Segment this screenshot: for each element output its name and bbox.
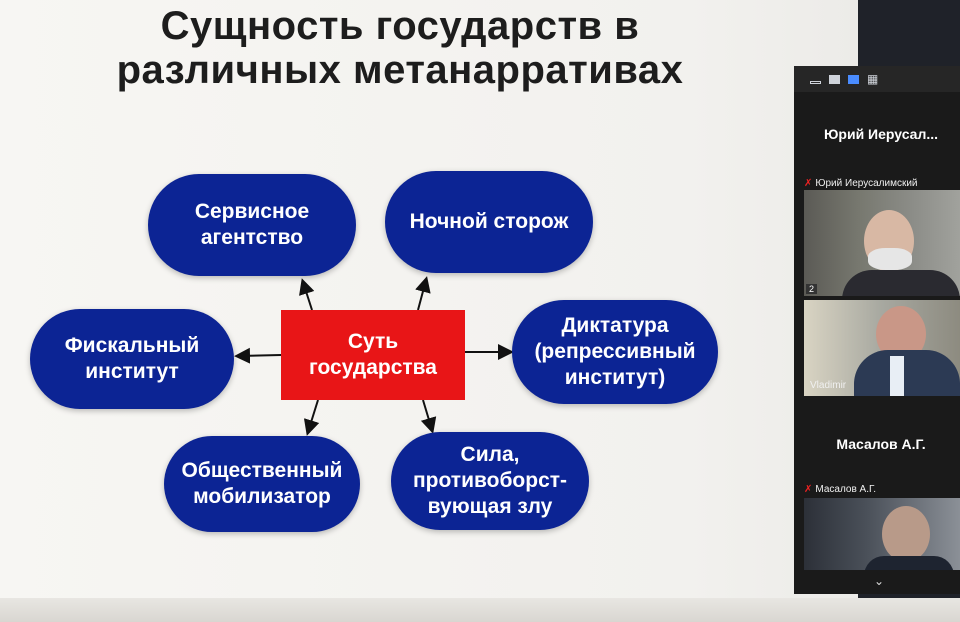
center-box: Суть государства: [281, 310, 465, 400]
node-force-against-evil: Сила, противоборст- вующая злу: [391, 432, 589, 530]
arrow-to-mobilizer: [303, 399, 320, 436]
grid-icon[interactable]: ▦: [867, 72, 879, 86]
presentation-slide: Сущность государств в различных метанарр…: [0, 0, 860, 598]
mic-muted-icon: ✗: [804, 484, 813, 495]
speaker-view-icon[interactable]: [829, 74, 840, 84]
diagram-arrows: [234, 276, 514, 436]
screen-bezel-bottom: [0, 598, 960, 622]
participant-label: Vladimir: [810, 380, 846, 391]
slide-title-line-2: различных метанарративах: [116, 48, 684, 92]
arrow-to-service: [299, 278, 315, 311]
participant-name-tile: Масалов А.Г.: [802, 436, 960, 464]
node-service-agency: Сервисное агентство: [148, 174, 356, 276]
video-index: 2: [806, 284, 818, 294]
node-night-watchman: Ночной сторож: [385, 171, 593, 273]
minimize-icon[interactable]: [810, 80, 821, 84]
panel-toolbar: ▦: [794, 66, 960, 92]
participant-video[interactable]: [804, 498, 960, 570]
node-service-agency-label: Сервисное агентство: [194, 200, 310, 249]
node-fiscal-institute: Фискальный институт: [30, 309, 234, 409]
node-dictatorship: Диктатура (репрессивный институт): [512, 300, 718, 404]
slide-title-line-1: Сущность государств в: [160, 4, 640, 48]
node-fiscal-institute-label: Фискальный институт: [64, 334, 200, 383]
mic-muted-icon: ✗: [804, 178, 813, 189]
participant-name-tile: Юрий Иерусал...: [802, 126, 960, 154]
participant-label-text: Масалов А.Г.: [815, 484, 876, 495]
arrow-to-fiscal: [234, 347, 282, 364]
participant-video[interactable]: Vladimir: [804, 300, 960, 396]
arrow-to-force: [420, 399, 437, 434]
video-conference-panel: ▦ Юрий Иерусал... ✗ Юрий Иерусалимский 2…: [794, 66, 960, 594]
node-force-against-evil-label: Сила, противоборст- вующая злу: [412, 443, 568, 518]
participant-label: ✗ Масалов А.Г.: [804, 484, 876, 495]
participant-label-text: Юрий Иерусалимский: [815, 178, 918, 189]
node-dictatorship-label: Диктатура (репрессивный институт): [534, 314, 696, 389]
node-social-mobilizer: Общественный мобилизатор: [164, 436, 360, 532]
node-social-mobilizer-label: Общественный мобилизатор: [181, 459, 343, 508]
arrow-to-night: [415, 276, 431, 311]
participant-label-text: Vladimir: [810, 380, 847, 391]
participant-video[interactable]: 2: [804, 190, 960, 296]
chevron-down-icon[interactable]: ⌄: [874, 574, 885, 588]
participant-label: ✗ Юрий Иерусалимский: [804, 178, 918, 189]
slide-title: Сущность государств в различных метанарр…: [40, 4, 760, 92]
gallery-view-icon[interactable]: [848, 74, 859, 84]
node-night-watchman-label: Ночной сторож: [409, 210, 569, 233]
center-box-label: Суть государства: [309, 330, 437, 379]
